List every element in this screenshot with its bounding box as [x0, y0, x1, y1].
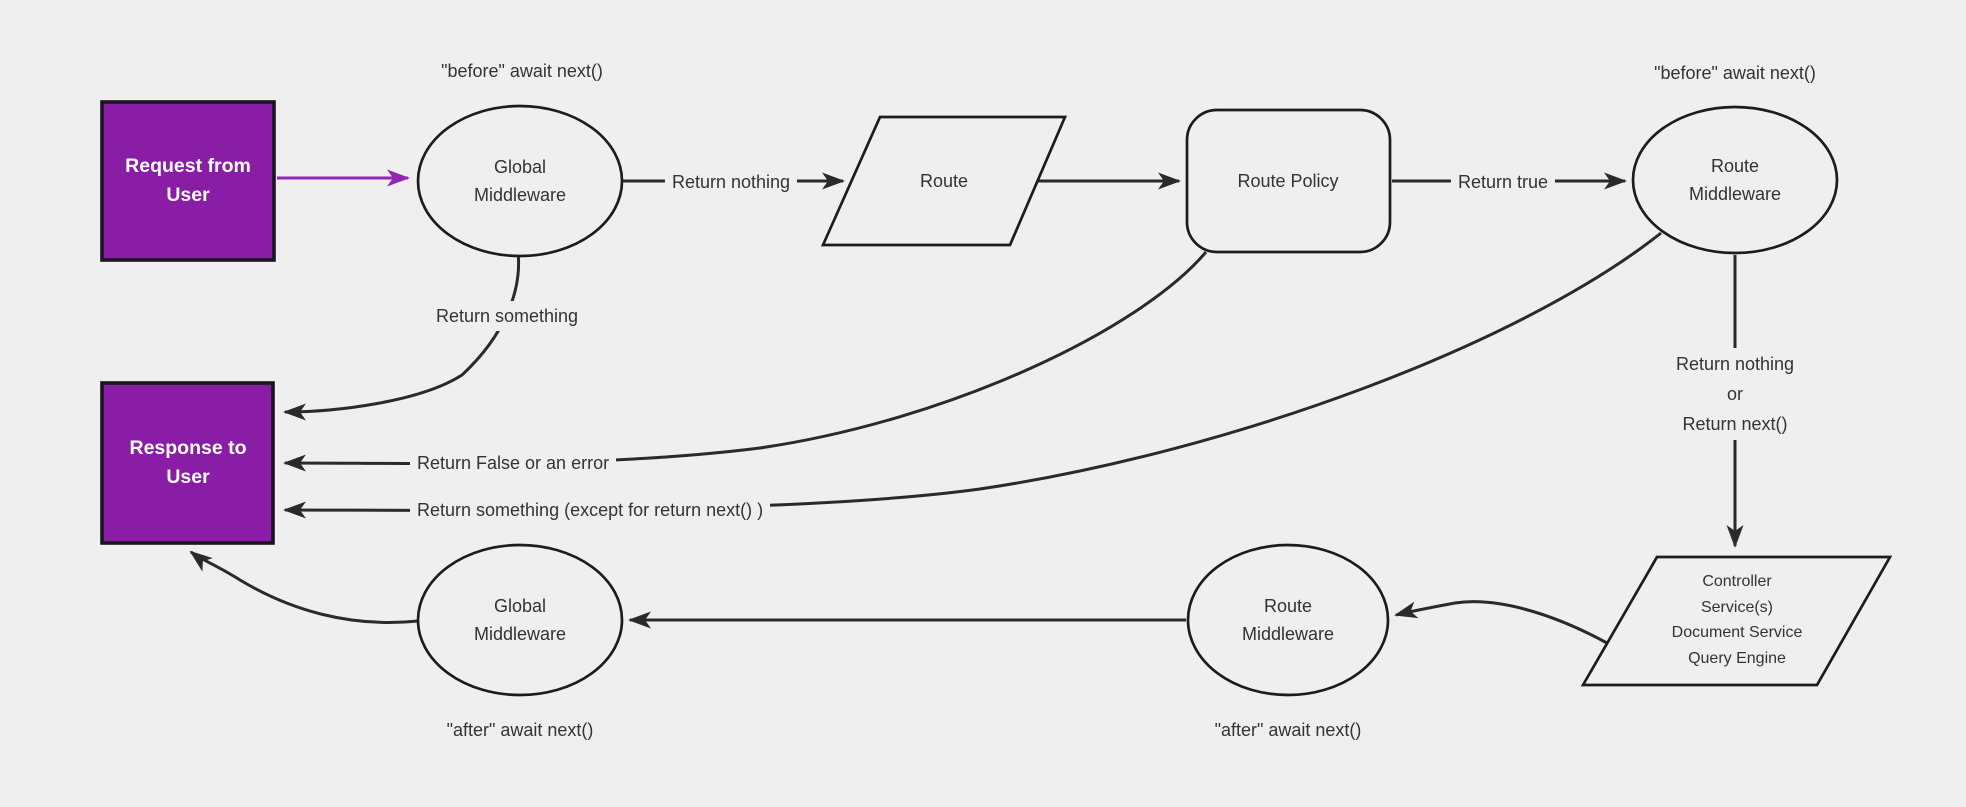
global-middleware-bottom-ellipse	[416, 543, 624, 697]
edge-global-middleware-to-response	[189, 550, 419, 625]
edges	[189, 169, 1744, 645]
edge-route-middleware-return-something-except	[283, 231, 1662, 519]
edge-global-middleware-return-something	[283, 251, 521, 421]
controller-services-parallelogram	[1580, 555, 1893, 687]
edge-route-policy-return-false	[283, 251, 1208, 472]
route-middleware-top-ellipse	[1631, 105, 1839, 255]
route-policy-box	[1185, 108, 1392, 254]
route-parallelogram	[820, 115, 1068, 247]
edge-controller-to-route-middleware-bottom	[1394, 600, 1608, 645]
request-from-user-box	[100, 100, 276, 262]
global-middleware-top-ellipse	[416, 104, 624, 258]
route-middleware-bottom-ellipse	[1186, 543, 1390, 697]
nodes	[100, 100, 1893, 697]
response-to-user-box	[100, 381, 275, 545]
